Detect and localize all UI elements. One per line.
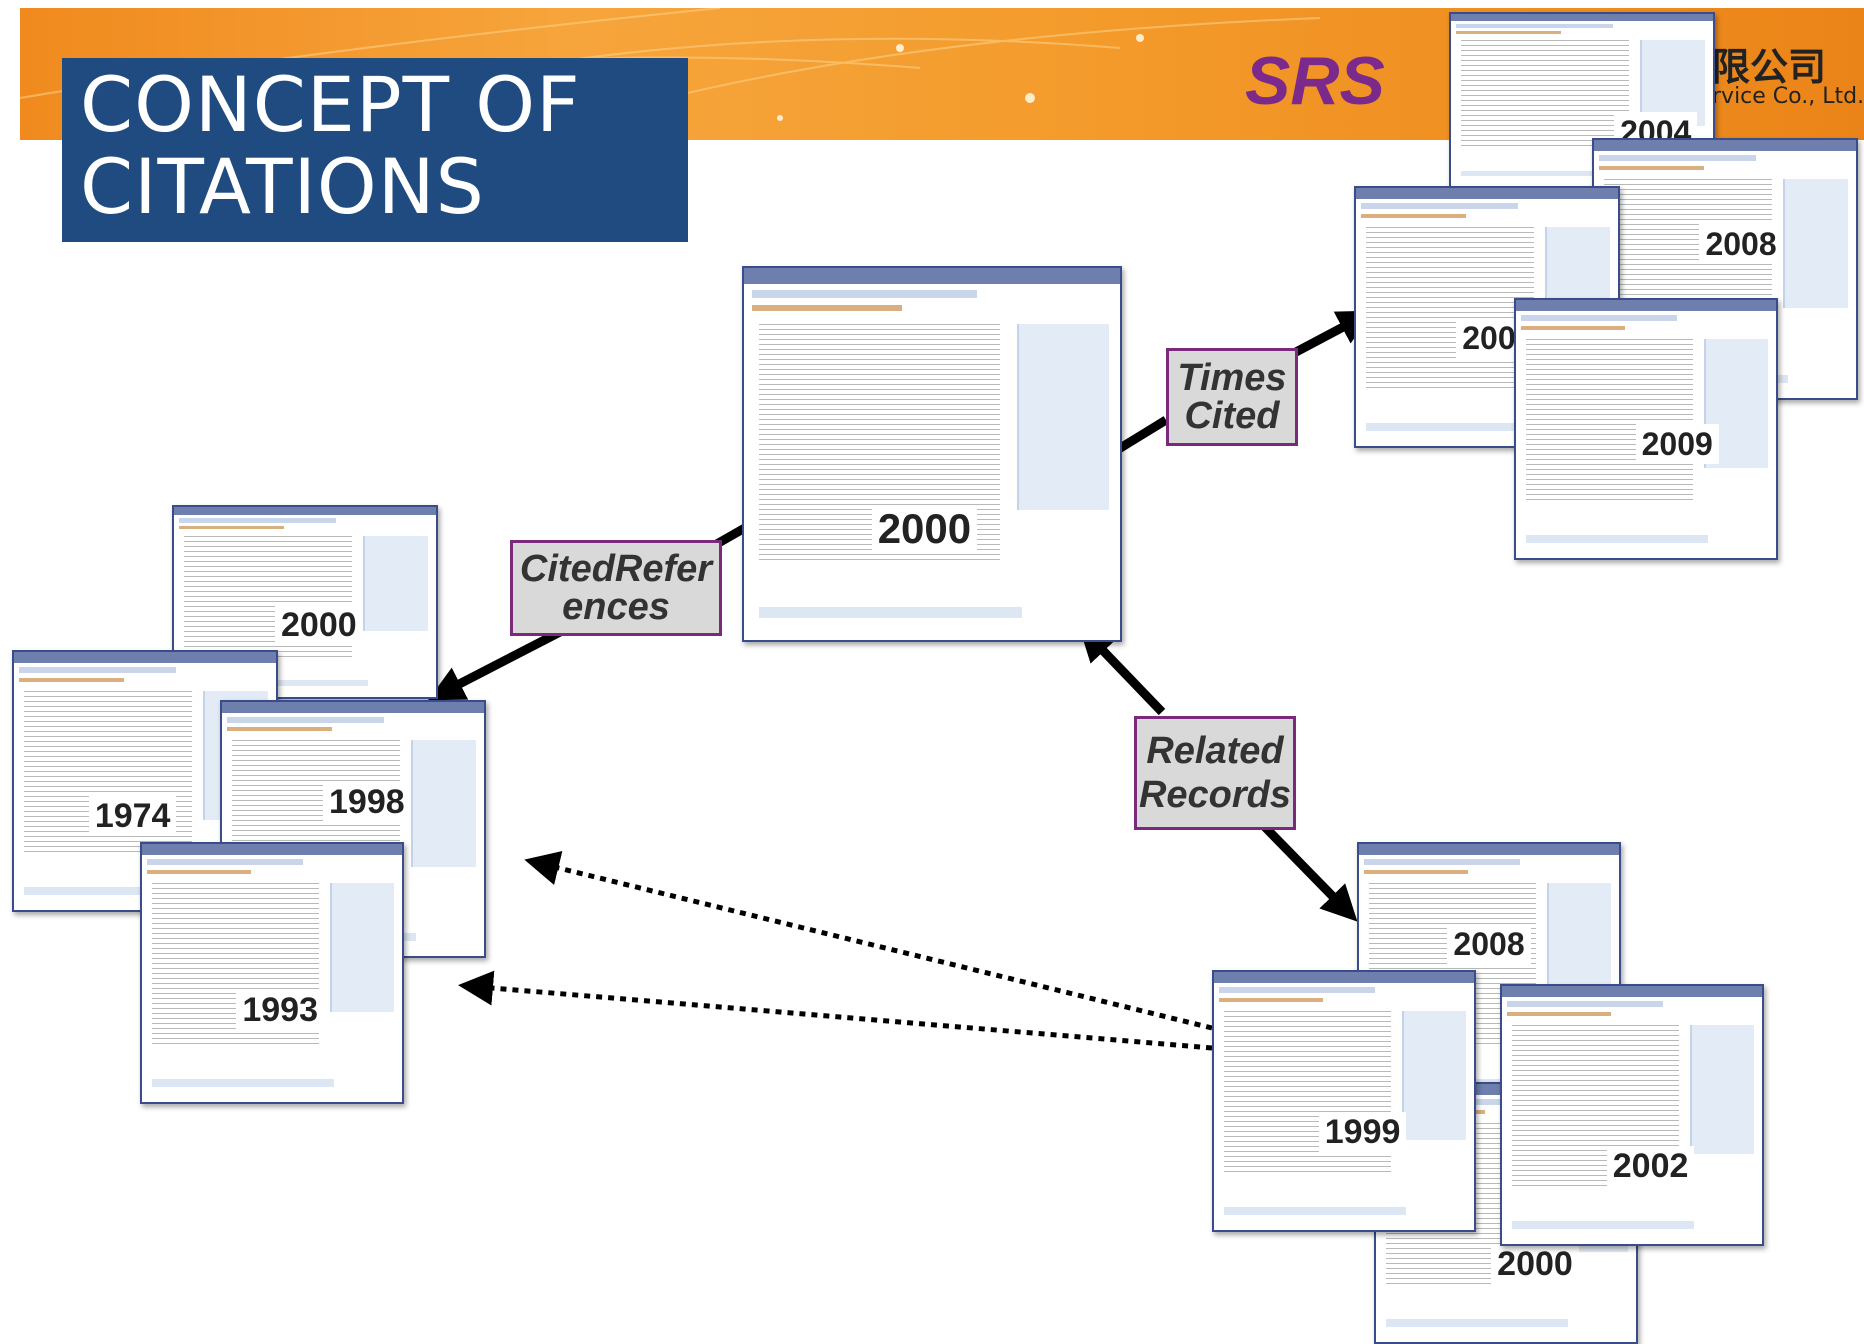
year-label: 1999 bbox=[1318, 1112, 1407, 1152]
page-title: CONCEPT OF CITATIONS bbox=[80, 60, 581, 231]
company-name-cn: 限公司 bbox=[1712, 45, 1827, 89]
logo-text: SRS bbox=[1245, 46, 1385, 116]
times-cited-text: Times Cited bbox=[1177, 357, 1287, 437]
screenshot-2009: 2009 bbox=[1514, 298, 1778, 560]
arrow-related-to-center bbox=[1078, 625, 1166, 716]
year-label: 2000 bbox=[1491, 1244, 1579, 1284]
screenshot-1999: 1999 bbox=[1212, 970, 1476, 1232]
year-label: 2008 bbox=[1699, 224, 1783, 264]
year-label: 2008 bbox=[1447, 924, 1531, 964]
srs-logo: SRS bbox=[1245, 46, 1385, 116]
screenshot-2008-top: 2008 bbox=[1592, 138, 1858, 400]
arrow-dotted-lower bbox=[458, 970, 1213, 1051]
related-records-text: Related Records bbox=[1138, 730, 1292, 816]
title-box bbox=[62, 58, 688, 242]
arrow-related-to-group bbox=[1260, 822, 1358, 922]
company-name-en: rvice Co., Ltd. bbox=[1712, 84, 1864, 109]
year-label: 2009 bbox=[1635, 424, 1719, 464]
cited-references-text: CitedRefer ences bbox=[519, 548, 713, 628]
screenshot-2002: 2002 bbox=[1500, 984, 1764, 1246]
year-label: 2002 bbox=[1606, 1146, 1695, 1186]
related-records-label: Related Records bbox=[1134, 716, 1296, 830]
arrow-cited-references bbox=[428, 628, 563, 701]
year-label: 2000 bbox=[871, 506, 978, 552]
arrow-times-cited bbox=[1293, 310, 1374, 356]
screenshot-1993: 1993 bbox=[140, 842, 404, 1104]
year-label: 1974 bbox=[88, 796, 177, 836]
year-label: 1998 bbox=[323, 782, 411, 822]
year-label: 2000 bbox=[275, 605, 363, 645]
arrow-dotted-upper bbox=[524, 850, 1213, 1031]
times-cited-label: Times Cited bbox=[1166, 348, 1298, 446]
year-label: 1993 bbox=[236, 990, 324, 1030]
screenshot-center-2000: 2000 bbox=[742, 266, 1122, 642]
cited-references-label: CitedRefer ences bbox=[510, 540, 722, 636]
